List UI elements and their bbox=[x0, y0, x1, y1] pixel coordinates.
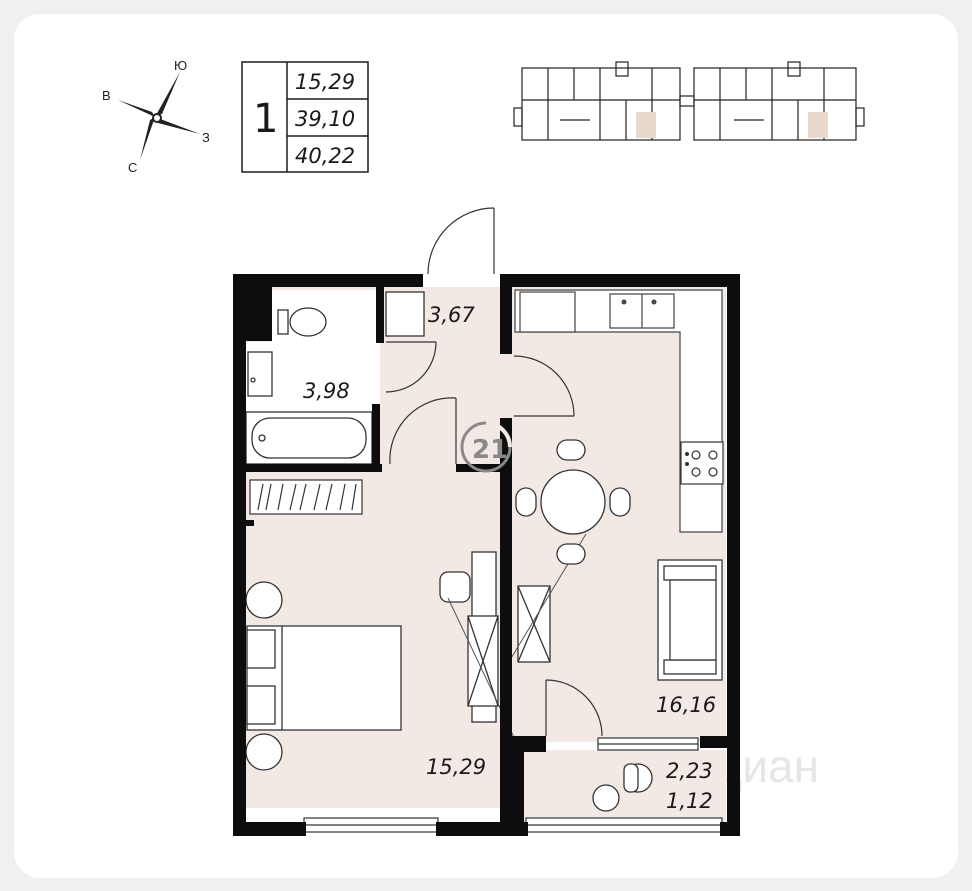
bathtub-icon bbox=[245, 411, 373, 465]
rooms-count: 1 bbox=[253, 96, 278, 142]
bed-icon bbox=[246, 625, 402, 731]
balcony-furniture bbox=[592, 763, 653, 812]
compass-west-label: З bbox=[202, 130, 210, 145]
walls bbox=[233, 274, 740, 836]
summary-box bbox=[241, 61, 369, 173]
highlighted-apartment-2 bbox=[808, 112, 828, 138]
door-swings bbox=[385, 207, 603, 737]
compass-north-label: С bbox=[128, 160, 137, 175]
compass-icon bbox=[118, 72, 200, 160]
logo-21-text: 21 bbox=[472, 435, 508, 465]
nightstand-bottom bbox=[245, 733, 283, 771]
kitchen-area: 16,16 bbox=[656, 693, 716, 717]
nightstand-top bbox=[245, 581, 283, 619]
living-area: 15,29 bbox=[295, 70, 355, 94]
balcony-reduced-area: 1,12 bbox=[666, 789, 713, 813]
bedroom-desk bbox=[439, 551, 499, 723]
balcony-area: 2,23 bbox=[666, 759, 713, 783]
logo-21-icon bbox=[460, 421, 512, 473]
washbasin-icon bbox=[247, 351, 273, 397]
bathroom-area: 3,98 bbox=[303, 379, 350, 403]
washing-machine bbox=[385, 291, 425, 337]
highlighted-apartment bbox=[636, 112, 656, 138]
sofa-icon bbox=[657, 559, 723, 681]
dining-table-icon bbox=[515, 439, 631, 565]
total-area: 39,10 bbox=[295, 107, 355, 131]
compass-east-label: В bbox=[102, 88, 111, 103]
full-area: 40,22 bbox=[295, 144, 355, 168]
hall-area: 3,67 bbox=[428, 303, 475, 327]
stove-icon bbox=[680, 441, 724, 485]
wardrobe-icon bbox=[249, 479, 363, 515]
toilet-icon bbox=[277, 307, 327, 337]
bedroom-area: 15,29 bbox=[426, 755, 486, 779]
kitchen-cabinet bbox=[517, 585, 551, 663]
fridge bbox=[519, 291, 576, 333]
compass-south-label: Ю bbox=[174, 58, 187, 73]
